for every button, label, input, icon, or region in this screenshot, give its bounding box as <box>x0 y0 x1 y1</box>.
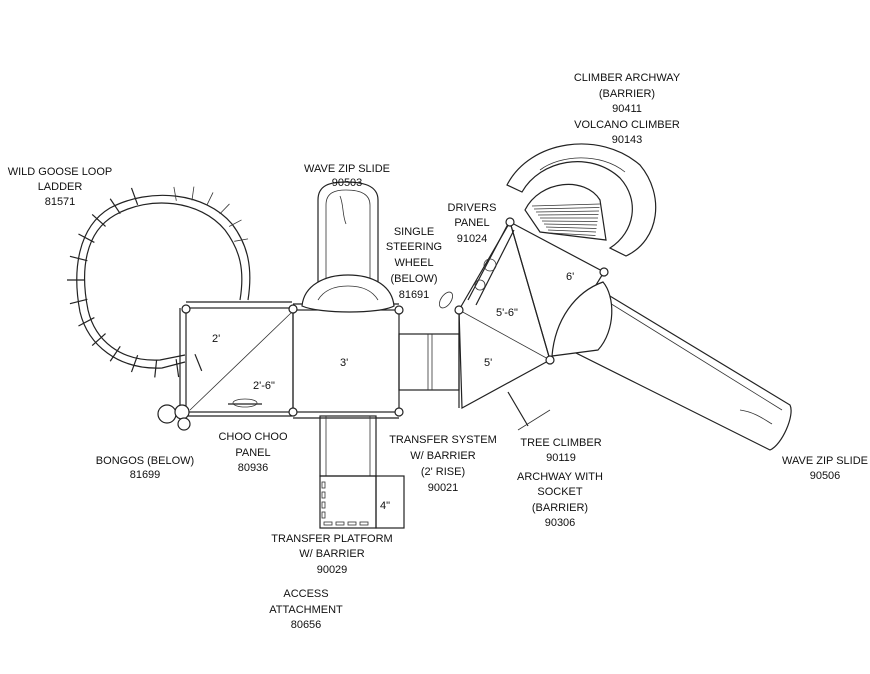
steering-wheel <box>439 291 453 309</box>
svg-text:SINGLE: SINGLE <box>394 226 434 238</box>
tree-climber <box>507 391 551 431</box>
svg-text:(BELOW): (BELOW) <box>390 273 437 285</box>
label-archway-socket: ARCHWAY WITH SOCKET (BARRIER) 90306 <box>517 471 603 529</box>
label-transfer-platform: TRANSFER PLATFORM W/ BARRIER 90029 <box>271 533 392 576</box>
svg-text:81699: 81699 <box>130 469 161 481</box>
svg-text:TREE CLIMBER: TREE CLIMBER <box>520 437 601 449</box>
svg-text:WAVE ZIP SLIDE: WAVE ZIP SLIDE <box>782 455 868 467</box>
bridge <box>398 333 460 391</box>
svg-text:90143: 90143 <box>612 134 643 146</box>
svg-text:91024: 91024 <box>457 233 488 245</box>
svg-text:90503: 90503 <box>332 177 363 189</box>
svg-text:WAVE ZIP SLIDE: WAVE ZIP SLIDE <box>304 163 390 175</box>
dim-access: 4" <box>380 500 390 512</box>
svg-text:CLIMBER ARCHWAY: CLIMBER ARCHWAY <box>574 72 681 84</box>
svg-text:80936: 80936 <box>238 462 269 474</box>
dim-deck-c-upper: 5'-6" <box>496 307 518 319</box>
svg-text:90306: 90306 <box>545 517 576 529</box>
svg-text:DRIVERS: DRIVERS <box>448 202 497 214</box>
svg-text:WHEEL: WHEEL <box>394 257 433 269</box>
label-access-attachment: ACCESS ATTACHMENT 80656 <box>269 588 343 631</box>
svg-text:(BARRIER): (BARRIER) <box>599 88 655 100</box>
choo-choo-panel <box>228 398 262 408</box>
svg-text:WILD GOOSE LOOP: WILD GOOSE LOOP <box>8 166 113 178</box>
svg-text:TRANSFER PLATFORM: TRANSFER PLATFORM <box>271 533 392 545</box>
svg-text:SOCKET: SOCKET <box>537 486 583 498</box>
dim-deck-c-lower: 5' <box>484 357 492 369</box>
posts <box>181 217 609 417</box>
svg-text:CHOO CHOO: CHOO CHOO <box>218 431 288 443</box>
label-wave-zip-top: WAVE ZIP SLIDE 90503 <box>304 163 390 189</box>
svg-text:LADDER: LADDER <box>38 181 83 193</box>
svg-text:90411: 90411 <box>612 103 642 115</box>
wave-zip-slide-right <box>551 281 792 451</box>
dim-deck-b: 3' <box>340 357 348 369</box>
svg-text:ATTACHMENT: ATTACHMENT <box>269 604 343 616</box>
label-tree-climber: TREE CLIMBER 90119 <box>520 437 601 464</box>
wave-zip-slide-top <box>301 181 395 313</box>
svg-text:W/ BARRIER: W/ BARRIER <box>410 450 475 462</box>
svg-text:90119: 90119 <box>546 452 576 464</box>
svg-text:PANEL: PANEL <box>235 447 270 459</box>
svg-text:90029: 90029 <box>317 564 348 576</box>
svg-text:(2' RISE): (2' RISE) <box>421 466 465 478</box>
svg-text:90506: 90506 <box>810 470 841 482</box>
svg-text:W/ BARRIER: W/ BARRIER <box>299 548 364 560</box>
drivers-panel <box>467 223 515 306</box>
svg-text:BONGOS (BELOW): BONGOS (BELOW) <box>96 455 194 467</box>
label-drivers-panel: DRIVERS PANEL 91024 <box>448 202 497 245</box>
svg-text:90021: 90021 <box>428 482 459 494</box>
svg-text:81691: 81691 <box>399 289 430 301</box>
svg-text:80656: 80656 <box>291 619 322 631</box>
label-wild-goose: WILD GOOSE LOOP LADDER 81571 <box>8 166 113 208</box>
bongos <box>157 404 191 431</box>
svg-text:81571: 81571 <box>45 196 76 208</box>
volcano-climber <box>506 143 657 257</box>
transfer-platform <box>319 415 405 529</box>
label-single-steering: SINGLE STEERING WHEEL (BELOW) 81691 <box>386 226 442 301</box>
svg-text:PANEL: PANEL <box>454 217 489 229</box>
dim-deck-a: 2' <box>212 333 220 345</box>
deck-2ft <box>179 301 294 417</box>
label-choo-choo: CHOO CHOO PANEL 80936 <box>218 431 288 474</box>
label-climber-archway: CLIMBER ARCHWAY (BARRIER) 90411 VOLCANO … <box>574 72 681 146</box>
svg-text:VOLCANO CLIMBER: VOLCANO CLIMBER <box>574 119 680 131</box>
svg-text:(BARRIER): (BARRIER) <box>532 502 588 514</box>
label-bongos: BONGOS (BELOW) 81699 <box>96 455 194 481</box>
dim-deck-a-lower: 2'-6" <box>253 380 275 392</box>
svg-text:ACCESS: ACCESS <box>283 588 328 600</box>
svg-text:TRANSFER SYSTEM: TRANSFER SYSTEM <box>389 434 497 446</box>
svg-text:STEERING: STEERING <box>386 241 442 253</box>
label-wave-zip-right: WAVE ZIP SLIDE 90506 <box>782 455 868 482</box>
svg-text:ARCHWAY WITH: ARCHWAY WITH <box>517 471 603 483</box>
dim-deck-d: 6' <box>566 271 574 283</box>
label-transfer-system: TRANSFER SYSTEM W/ BARRIER (2' RISE) 900… <box>389 434 497 494</box>
wild-goose-loop-ladder <box>67 186 251 378</box>
